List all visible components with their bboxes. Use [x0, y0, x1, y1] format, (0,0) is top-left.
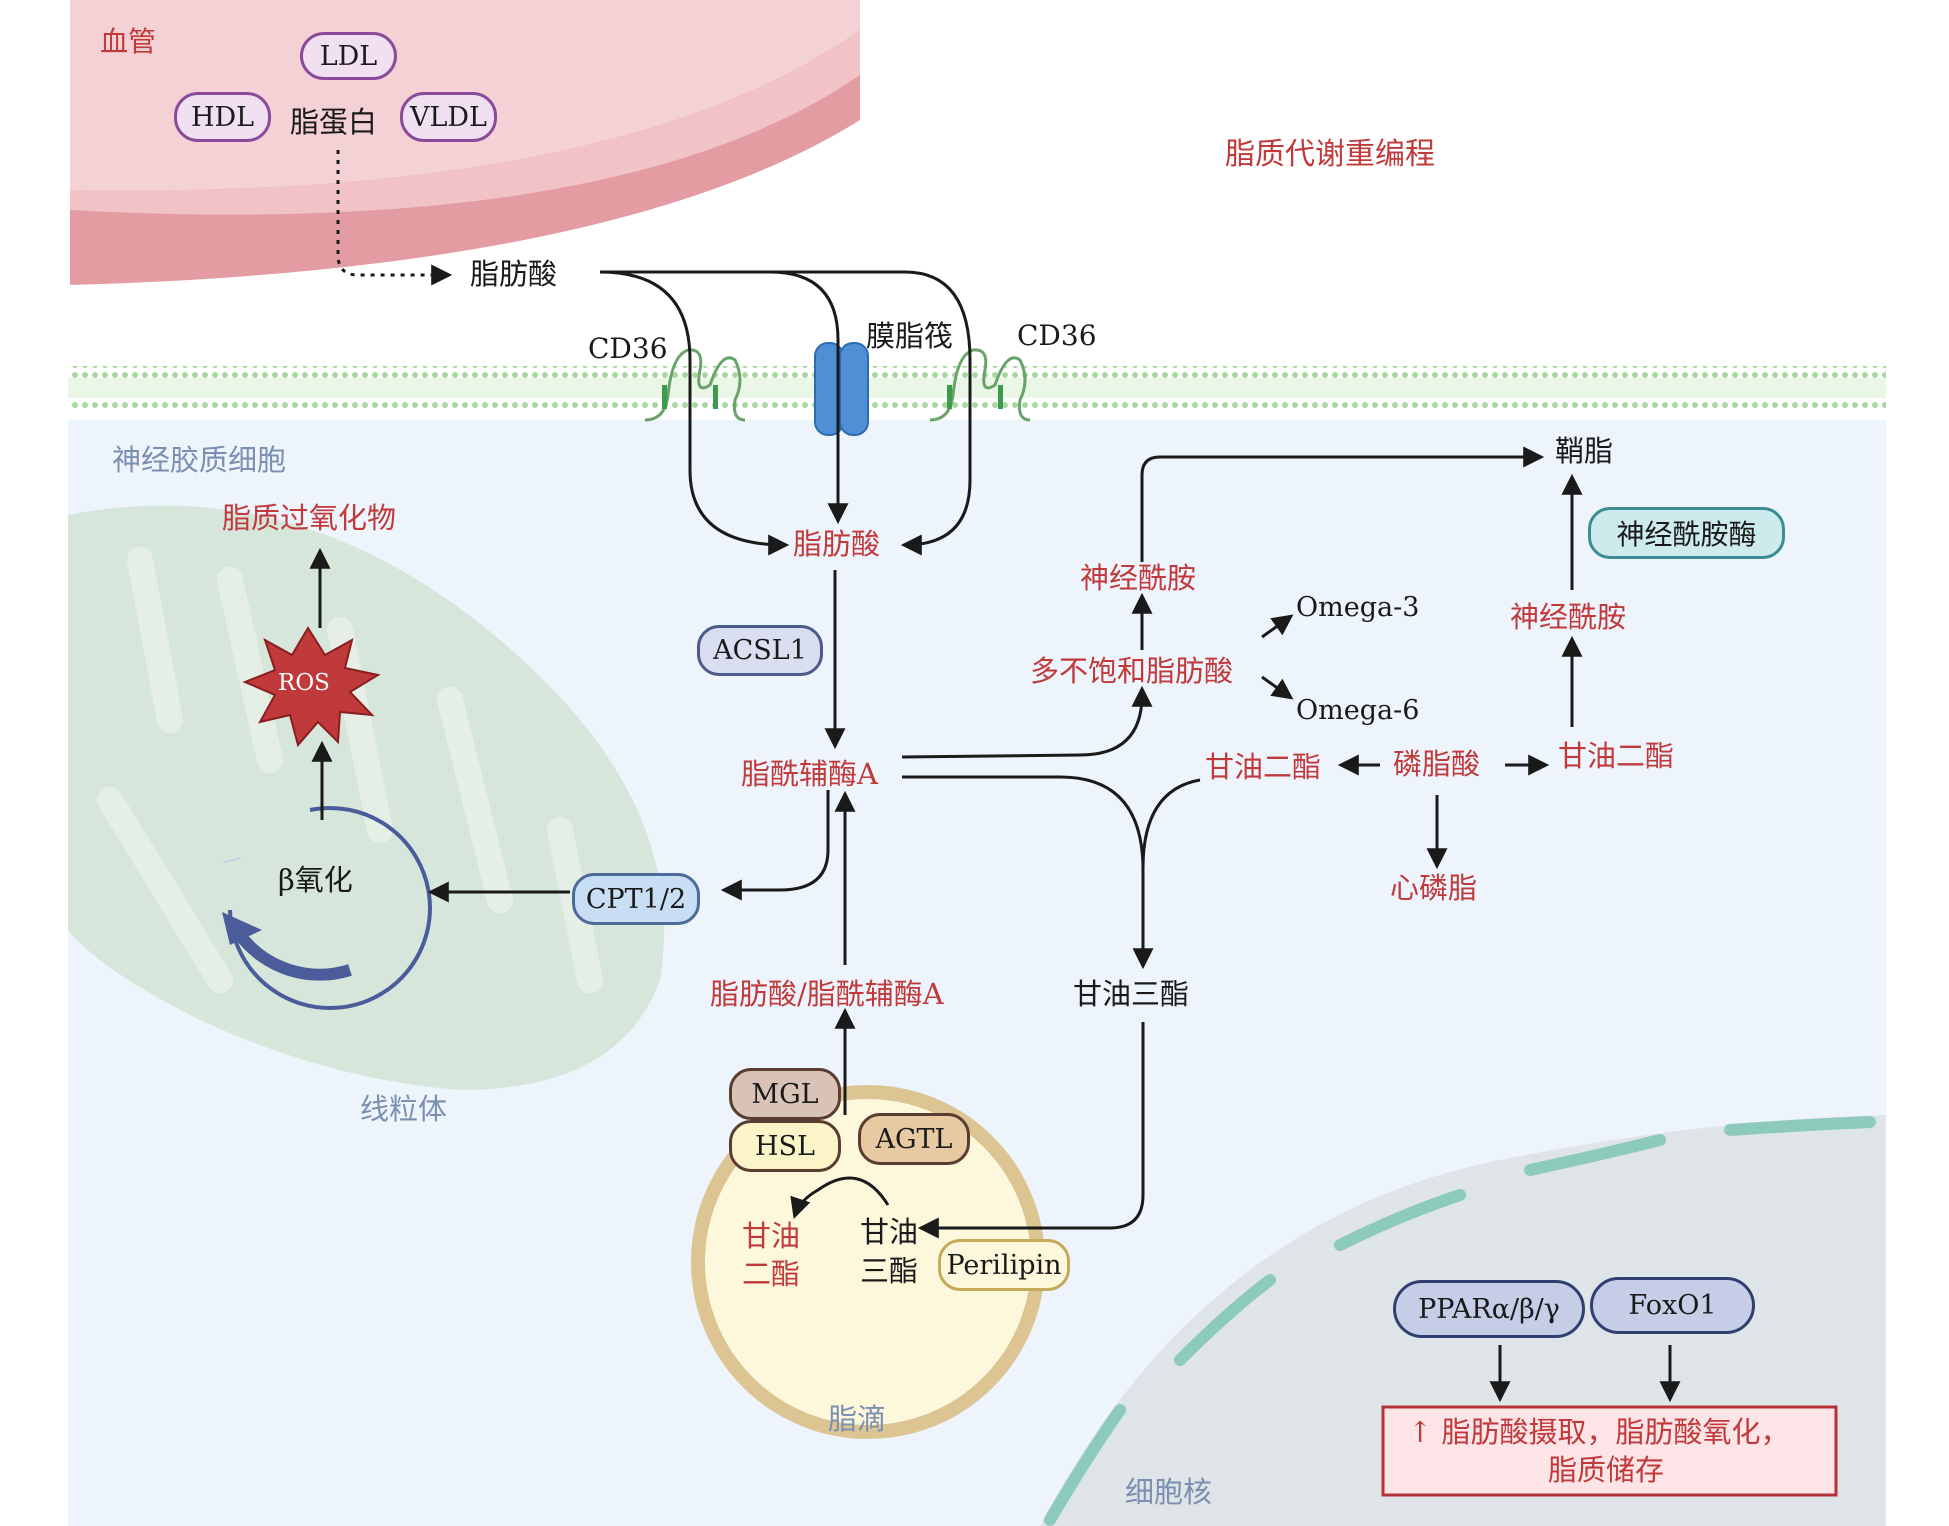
- arrow-acylcoa-to-pufa: [901, 685, 1153, 759]
- cpt-pill: CPT1/2: [572, 873, 700, 925]
- page-title: 脂质代谢重编程: [1225, 137, 1435, 172]
- arrow-droplet-tag-to-dag: [790, 1176, 890, 1219]
- lipid-droplet-label: 脂滴: [828, 1402, 887, 1436]
- mitochondria-label: 线粒体: [360, 1092, 448, 1126]
- ros-burst: [242, 626, 381, 748]
- agtl-pill: AGTL: [858, 1113, 970, 1165]
- perilipin-pill: Perilipin: [938, 1239, 1070, 1291]
- hsl-pill: HSL: [729, 1120, 841, 1172]
- droplet-dag-line2: 二酯: [742, 1257, 801, 1291]
- fatty-acid-outside-label: 脂肪酸: [470, 257, 558, 291]
- result-line1: ↑ 脂肪酸摄取，脂肪酸氧化，: [1408, 1415, 1790, 1449]
- droplet-tag-line2: 三酯: [860, 1254, 919, 1288]
- cardiolipin-label: 心磷脂: [1390, 871, 1478, 905]
- ros-label: ROS: [278, 670, 330, 696]
- vldl-pill: VLDL: [400, 92, 497, 142]
- triglyceride-label: 甘油三酯: [1073, 977, 1190, 1011]
- ceramide-left-label: 神经酰胺: [1080, 561, 1197, 595]
- phosphatidic-acid-label: 磷脂酸: [1393, 747, 1481, 781]
- arrow-lipoprotein-to-fa: [336, 150, 453, 286]
- ldl-pill: LDL: [300, 32, 397, 80]
- arrow-fa-route-left: [599, 270, 790, 556]
- hdl-pill: HDL: [174, 92, 271, 142]
- beta-oxidation-label: β氧化: [278, 863, 353, 897]
- droplet-dag-line1: 甘油: [742, 1219, 801, 1253]
- arrow-pufa-to-omega6: [1261, 675, 1294, 700]
- arrow-pufa-to-omega3: [1261, 614, 1294, 639]
- dag-mid-label: 甘油二酯: [1205, 750, 1322, 784]
- arrow-tag-to-droplet: [917, 1022, 1145, 1239]
- omega3-label: Omega-3: [1296, 592, 1420, 623]
- ceramidase-pill: 神经酰胺酶: [1588, 507, 1785, 559]
- arrow-ceramide-to-sphingomyelin: [1140, 446, 1545, 562]
- lipoprotein-label: 脂蛋白: [290, 105, 378, 139]
- lipid-raft-channel: [814, 342, 869, 436]
- foxo1-pill: FoxO1: [1590, 1277, 1755, 1334]
- ppar-pill: PPARα/β/γ: [1393, 1280, 1585, 1338]
- beta-oxidation-cycle: [222, 806, 432, 1010]
- fatty-acid-inner-label: 脂肪酸: [793, 527, 881, 561]
- acsl1-pill: ACSL1: [697, 625, 823, 676]
- cd36-receptor-left: [644, 348, 746, 422]
- cd36-right-label: CD36: [1017, 319, 1097, 352]
- fa-acylcoa-label: 脂肪酸/脂酰辅酶A: [710, 977, 944, 1011]
- droplet-tag-line1: 甘油: [860, 1215, 919, 1249]
- arrow-fa-route-right: [600, 270, 972, 556]
- cd36-receptor-right: [929, 348, 1031, 422]
- blood-vessel: [70, 0, 860, 285]
- lipid-peroxide-label: 脂质过氧化物: [222, 501, 397, 535]
- connector-dag-to-tag: [1141, 778, 1201, 869]
- vessel-label: 血管: [100, 25, 157, 58]
- cell-membrane: [68, 366, 1886, 410]
- glia-label: 神经胶质细胞: [112, 443, 287, 477]
- nucleus-label: 细胞核: [1125, 1475, 1213, 1509]
- lipid-raft-label: 膜脂筏: [866, 319, 954, 353]
- result-line2: 脂质储存: [1548, 1453, 1665, 1487]
- result-box: [1381, 1405, 1838, 1497]
- ceramide-right-label: 神经酰胺: [1510, 600, 1627, 634]
- sphingomyelin-label: 鞘脂: [1555, 434, 1614, 468]
- dag-right-label: 甘油二酯: [1558, 739, 1675, 773]
- omega6-label: Omega-6: [1296, 695, 1420, 726]
- acyl-coa-label: 脂酰辅酶A: [741, 757, 878, 791]
- cd36-left-label: CD36: [588, 332, 668, 365]
- mgl-pill: MGL: [729, 1068, 841, 1120]
- pufa-label: 多不饱和脂肪酸: [1030, 654, 1234, 688]
- arrow-acylcoa-to-cpt: [720, 790, 830, 901]
- mitochondrion: [68, 505, 665, 1090]
